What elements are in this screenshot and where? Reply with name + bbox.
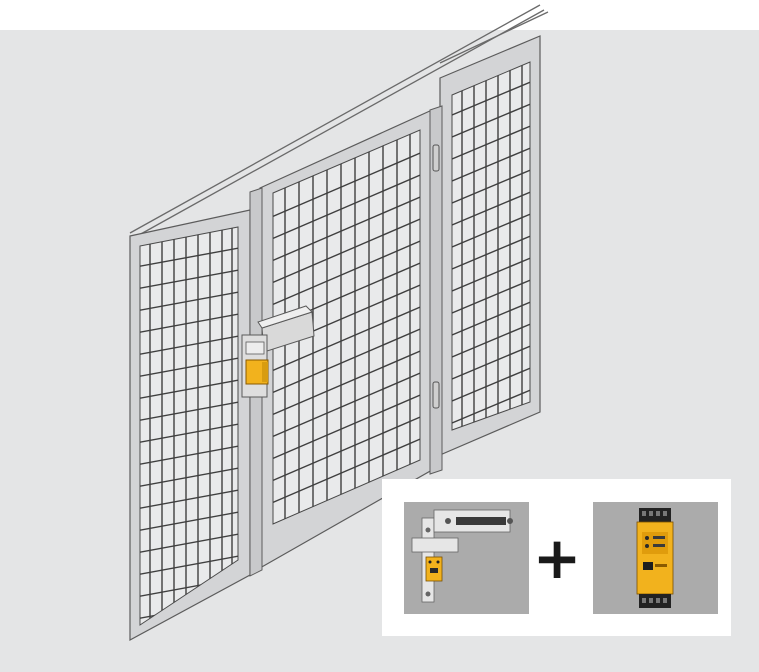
fence-panel-left [129,209,251,642]
safety-relay-product-tile [593,502,718,614]
fence-top-rail [129,4,549,241]
mesh-right [452,62,530,430]
door-lock-icon [404,502,529,614]
safety-relay-icon [593,502,718,614]
plus-sign: + [532,524,582,592]
mesh-left [140,227,238,625]
product-combination-inset: + [382,479,731,636]
fence-post-hinge-side [429,105,443,475]
hinge-icon [432,144,440,409]
door-lock-icon [241,305,315,398]
fence-panel-right [439,35,541,456]
door-lock-product-tile [404,502,529,614]
